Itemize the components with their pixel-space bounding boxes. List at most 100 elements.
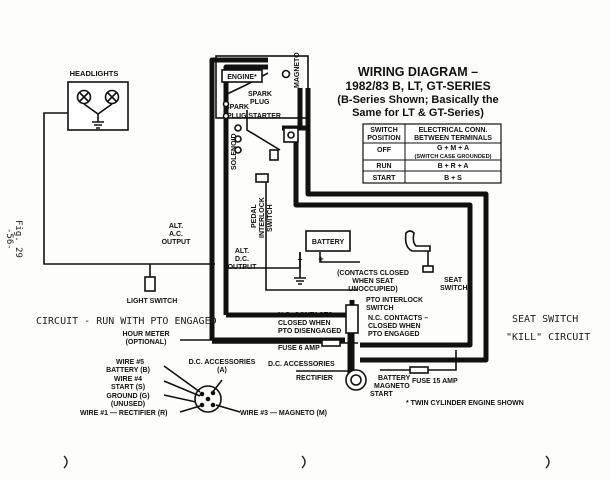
fuse-15-label: FUSE 15 AMP	[412, 378, 458, 385]
fuse-15-amp: FUSE 15 AMP	[409, 366, 458, 385]
headlights-label: HEADLIGHTS	[70, 69, 119, 78]
alt-dc-label: OUTPUT	[228, 264, 258, 271]
table-row-note: (SWITCH CASE GROUNDED)	[414, 154, 491, 160]
wire4-label: START (S)	[111, 384, 145, 391]
ground-icon	[294, 277, 306, 285]
fuse-6-label: FUSE 6 AMP	[278, 345, 320, 352]
spark-plug-label: SPARK	[248, 91, 272, 98]
rectifier-connector: D.C. ACCESSORIES RECTIFIER BATTERY MAGNE…	[268, 361, 524, 407]
seat-switch-kill-note: "KILL" CIRCUIT	[506, 332, 590, 343]
circuit-run-note: CIRCUIT - RUN WITH PTO ENGAGED	[36, 316, 217, 327]
no-contacts-label: N.O. CONTACTS –	[278, 312, 339, 319]
thick-harness	[209, 57, 489, 382]
battery-label: BATTERY	[312, 239, 345, 246]
title-line-4: Same for LT & GT-Series)	[352, 107, 484, 119]
battery: BATTERY – +	[294, 230, 351, 285]
nc-contacts-label: CLOSED WHEN	[368, 323, 421, 330]
fuse-6-amp: FUSE 6 AMP	[278, 339, 341, 352]
solenoid: SOLENOID	[231, 124, 242, 170]
pedal-interlock-label: SWITCH	[267, 204, 274, 232]
spark-plug-icon	[222, 112, 230, 120]
light-switch-icon	[144, 276, 156, 292]
pedal-interlock-label: PEDAL	[251, 204, 258, 228]
contacts-closed-note: (CONTACTS CLOSED WHEN SEAT UNOCCUPIED)	[337, 270, 409, 293]
hour-meter-label: HOUR METER	[122, 331, 169, 338]
engine-assembly: ENGINE* MAGNETO SPARK PLUG SPARK PLUG ST…	[215, 52, 309, 120]
pedal-interlock-switch: PEDAL INTERLOCK SWITCH	[251, 173, 274, 238]
battery-magneto-label: MAGNETO	[374, 383, 410, 390]
page-number: -56-	[4, 228, 14, 250]
solenoid-terminal-icon	[234, 124, 242, 132]
magneto-terminal-icon	[281, 69, 291, 79]
alt-dc-output: ALT. D.C. OUTPUT	[228, 248, 258, 271]
table-header-conn: ELECTRICAL CONN.	[419, 127, 488, 134]
ground-label: GROUND (G)	[106, 393, 149, 400]
table-header-terminals: BETWEEN TERMINALS	[414, 135, 492, 142]
table-row-conn: G + M + A	[437, 145, 469, 152]
ground-label: (UNUSED)	[111, 401, 145, 408]
seat-switch-icon	[422, 265, 434, 273]
battery-minus-label: –	[297, 254, 302, 264]
twin-cylinder-note: * TWIN CYLINDER ENGINE SHOWN	[406, 400, 524, 407]
solenoid-terminal-icon	[234, 135, 242, 143]
seat-icon	[404, 230, 431, 252]
title-line-3: (B-Series Shown; Basically the	[337, 94, 498, 106]
dc-accessories-label: D.C. ACCESSORIES	[268, 361, 335, 368]
table-row-position: START	[373, 175, 397, 182]
nc-contacts-label: PTO ENGAGED	[368, 331, 420, 338]
dc-accessories-a-label: D.C. ACCESSORIES	[189, 359, 256, 366]
seat-switch: SEAT SWITCH	[404, 230, 468, 292]
spark-plug-starter-label: PLUG STARTER	[227, 113, 281, 120]
spark-plug-label: PLUG	[250, 99, 270, 106]
fuse-icon	[409, 366, 429, 374]
wire3-label: WIRE #3 — MAGNETO (M)	[240, 410, 327, 417]
seat-switch-kill-note: SEAT SWITCH	[512, 314, 578, 325]
light-switch-label: LIGHT SWITCH	[127, 298, 178, 305]
spark-plug-starter-label: SPARK	[225, 104, 249, 111]
ground-icon	[92, 121, 104, 129]
battery-magneto-label: BATTERY	[378, 375, 411, 382]
diagram-title: WIRING DIAGRAM – 1982/83 B, LT, GT-SERIE…	[337, 65, 498, 119]
starter-terminal	[269, 127, 299, 161]
pedal-switch-icon	[255, 173, 269, 183]
alt-ac-label: OUTPUT	[162, 239, 192, 246]
binding-marks	[63, 455, 550, 469]
table-row-conn: B + R + A	[438, 163, 469, 170]
light-switch: LIGHT SWITCH	[127, 276, 178, 305]
terminal-icon	[287, 131, 295, 139]
alt-ac-output: ALT. A.C. OUTPUT	[162, 223, 192, 246]
alt-dc-label: ALT.	[235, 248, 249, 255]
wire5-label: WIRE #5	[116, 359, 144, 366]
spark-plug-icon	[222, 100, 230, 108]
contacts-closed-label: UNOCCUPIED)	[348, 286, 397, 293]
contacts-closed-label: WHEN SEAT	[352, 278, 394, 285]
no-contacts-label: PTO DISENGAGED	[278, 328, 341, 335]
solenoid-terminal-icon	[234, 146, 242, 154]
switch-position-table: SWITCH POSITION ELECTRICAL CONN. BETWEEN…	[362, 123, 502, 184]
engine-label: ENGINE*	[227, 74, 257, 81]
pto-switch-icon	[345, 304, 359, 334]
engine-label-box	[221, 69, 263, 83]
table-header-switch: SWITCH	[370, 127, 398, 134]
pto-interlock-label: SWITCH	[366, 305, 394, 312]
pedal-interlock-label: INTERLOCK	[259, 197, 266, 238]
fuse-icon	[321, 339, 341, 347]
contacts-closed-label: (CONTACTS CLOSED	[337, 270, 409, 277]
handwritten-annotations: Fig. 29 -56- CIRCUIT - RUN WITH PTO ENGA…	[4, 220, 590, 343]
seat-switch-label: SEAT	[444, 277, 463, 284]
title-line-2: 1982/83 B, LT, GT-SERIES	[345, 79, 490, 93]
seat-switch-label: SWITCH	[440, 285, 468, 292]
ignition-key-switch: WIRE #5 BATTERY (B) WIRE #4 START (S) GR…	[80, 359, 327, 417]
wire1-label: WIRE #1 — RECTIFIER (R)	[80, 410, 168, 417]
wire4-label: WIRE #4	[114, 376, 142, 383]
nc-contacts-label: N.C. CONTACTS –	[368, 315, 428, 322]
title-line-1: WIRING DIAGRAM –	[358, 65, 478, 79]
hour-meter-label: (OPTIONAL)	[126, 339, 167, 346]
table-row-position: RUN	[376, 163, 391, 170]
table-row-conn: B + S	[444, 175, 462, 182]
wire5-label: BATTERY (B)	[106, 367, 150, 374]
no-contacts-label: CLOSED WHEN	[278, 320, 331, 327]
figure-number: Fig. 29	[13, 220, 23, 258]
